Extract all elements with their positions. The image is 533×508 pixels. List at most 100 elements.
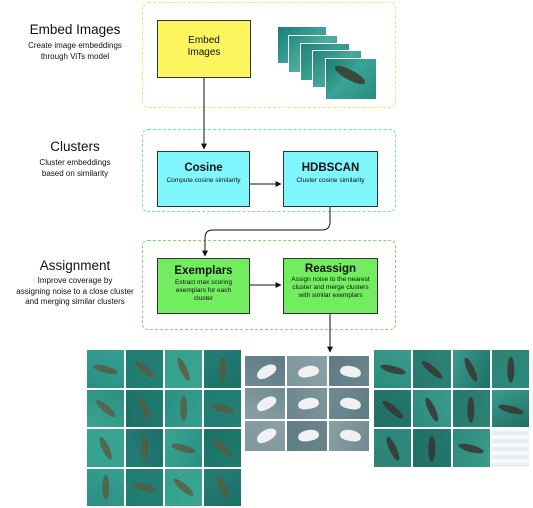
bird-shape (254, 361, 278, 382)
cluster-grid-fish-teal (86, 349, 242, 507)
cosine-box: Cosine Compute cosine similarity (157, 151, 250, 207)
cluster-image (86, 349, 125, 389)
cluster-image (244, 355, 286, 388)
cluster-image (373, 349, 413, 389)
cluster-image (328, 387, 370, 420)
arrow-hdbscan-to-exemplars (202, 207, 331, 257)
cluster-image (286, 355, 328, 388)
cluster-image (328, 419, 370, 452)
cluster-image (286, 419, 328, 452)
fish-shape (101, 475, 110, 501)
fish-shape (506, 356, 514, 383)
exemplars-title: Exemplars (174, 265, 233, 277)
bird-shape (296, 428, 320, 444)
stage-desc-line: Cluster embeddings (39, 158, 111, 167)
stage-desc-line: Improve coverage by (37, 276, 113, 285)
cluster-image (164, 467, 203, 507)
cluster-image (373, 428, 413, 468)
stage-frame-embed (142, 2, 396, 108)
cluster-image (203, 388, 242, 428)
fish-shape (132, 358, 157, 381)
reassign-subtitle: Assign noise to the nearest cluster and … (291, 276, 370, 299)
hdbscan-title: HDBSCAN (301, 162, 360, 174)
stage-desc-line: based on similarity (41, 168, 109, 178)
bird-shape (254, 393, 278, 414)
embed-title-line: Images (187, 47, 221, 58)
fish-shape (419, 358, 444, 381)
embed-title-line: Embed (188, 35, 220, 46)
fish-shape (497, 402, 524, 416)
bird-shape (254, 425, 278, 447)
cluster-image (373, 388, 413, 429)
reassign-title: Reassign (304, 263, 357, 275)
fish-shape (209, 402, 236, 416)
fish-shape (171, 476, 196, 499)
cluster-image (86, 467, 125, 507)
exemplars-box: Exemplars Extract max scoring exemplars … (157, 258, 250, 314)
embed-images-box: Embed Images (157, 20, 251, 78)
bird-shape (338, 363, 362, 379)
fish-shape (210, 437, 235, 460)
cluster-image (412, 388, 452, 429)
fish-shape (179, 396, 188, 422)
fish-shape (428, 436, 436, 462)
reassign-box: Reassign Assign noise to the nearest clu… (283, 258, 378, 314)
cluster-image (203, 467, 242, 507)
cluster-image (451, 349, 491, 389)
bird-shape (296, 363, 320, 379)
fish-shape (462, 356, 480, 383)
fish-shape (379, 362, 406, 377)
cluster-image (86, 388, 125, 428)
cluster-image (86, 428, 125, 468)
fish-shape (174, 356, 193, 383)
cluster-image (451, 388, 491, 429)
cluster-image (203, 428, 242, 468)
cluster-image (164, 428, 203, 468)
bird-shape (338, 428, 362, 444)
fish-shape (423, 396, 441, 423)
cluster-grid-fish-dark (373, 349, 530, 468)
stage-desc-clusters: Cluster embeddings based on similarity (5, 158, 145, 179)
cluster-image (164, 388, 203, 428)
fish-shape (93, 397, 118, 420)
fish-shape (131, 481, 158, 495)
fish-shape (92, 362, 119, 377)
cluster-image (412, 428, 452, 468)
stage-desc-line: Create image embeddings (28, 41, 122, 50)
stage-title-clusters: Clusters (50, 139, 100, 154)
fish-shape (467, 396, 475, 422)
cluster-image (244, 387, 286, 420)
cluster-image (490, 428, 530, 468)
bird-shape (296, 396, 320, 412)
cluster-image (125, 467, 164, 507)
cluster-image (490, 388, 530, 429)
bird-shape (338, 396, 362, 412)
fish-shape (218, 356, 227, 383)
fish-shape (380, 398, 405, 421)
fish-shape (457, 442, 485, 456)
embed-images-title: Embed Images (158, 35, 250, 59)
exemplars-subtitle: Extract max scoring exemplars for each c… (174, 279, 233, 302)
cluster-image (244, 419, 286, 452)
cluster-image (164, 349, 203, 389)
cluster-image (328, 355, 370, 388)
cluster-image (412, 349, 452, 389)
hdbscan-subtitle: Cluster cosine similarity (296, 177, 365, 184)
cosine-subtitle: Compute cosine similarity (166, 177, 241, 184)
fish-shape (213, 474, 232, 501)
cluster-image (490, 349, 530, 389)
hdbscan-box: HDBSCAN Cluster cosine similarity (283, 151, 378, 207)
stage-desc-line: and merging similar clusters (25, 297, 125, 306)
fish-shape (384, 435, 402, 462)
cluster-grid-birds (244, 355, 370, 452)
cluster-image (451, 428, 491, 468)
fish-shape (135, 395, 154, 422)
fish-shape (96, 435, 115, 462)
cluster-image (203, 349, 242, 389)
stage-desc-line: through ViTs model (40, 51, 110, 61)
cosine-title: Cosine (184, 162, 223, 174)
stage-desc-embed: Create image embeddings through ViTs mod… (5, 41, 145, 62)
cluster-image (286, 387, 328, 420)
fish-shape (140, 435, 149, 462)
